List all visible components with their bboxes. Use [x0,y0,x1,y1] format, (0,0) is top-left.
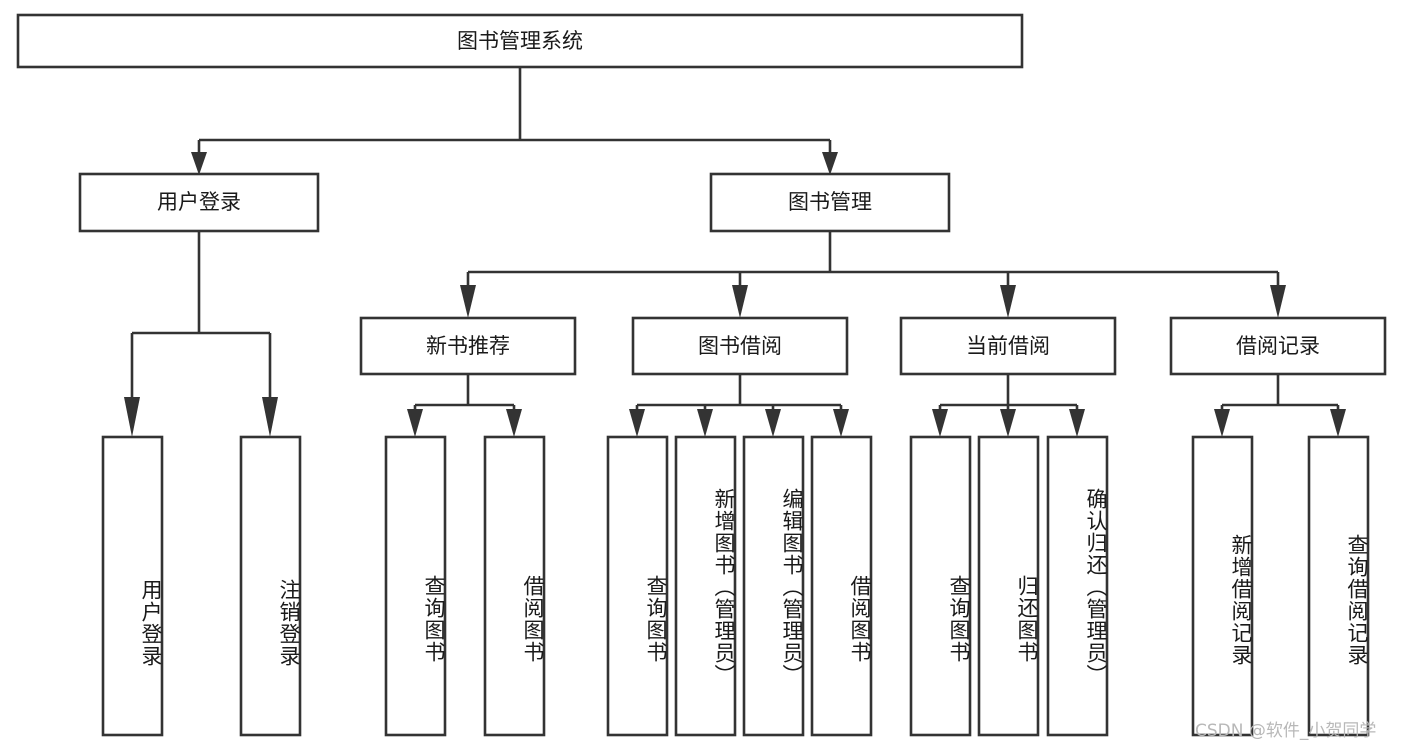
node-box-leaf-confirm-return[interactable] [1046,435,1109,737]
label-book-manage: 图书管理 [788,190,872,214]
node-box-leaf-edit-book[interactable] [742,435,805,737]
arrow-head-leaf-query-book-3 [932,409,948,437]
arrow-head-bookmanage [822,152,838,175]
node-box-leaf-add-book[interactable] [674,435,737,737]
connector-group-userlogin [124,231,278,437]
connector-group-bookmanage [460,231,1286,318]
node-box-book-borrow[interactable] [631,316,849,376]
arrow-head-leaf-borrow-book-2 [833,409,849,437]
arrow-head-leaf-query-book-2 [629,409,645,437]
arrow-head-borrow-record [1270,285,1286,318]
arrow-head-leaf-confirm-return [1069,409,1085,437]
node-box-leaf-add-record[interactable] [1191,435,1254,737]
arrow-head-book-borrow [732,285,748,318]
arrow-head-leaf-user-logout [262,397,278,437]
node-box-leaf-query-book-2[interactable] [606,435,669,737]
arrow-head-leaf-query-book-1 [407,409,423,437]
label-root: 图书管理系统 [457,29,583,53]
arrow-head-leaf-user-login [124,397,140,437]
node-box-leaf-user-logout[interactable] [239,435,302,737]
arrow-head-leaf-add-record [1214,409,1230,437]
arrow-head-new-book-rec [460,285,476,318]
csdn-watermark: CSDN @软件_小贺同学 [1195,721,1377,741]
node-box-root[interactable] [16,13,1024,69]
node-box-leaf-user-login[interactable] [101,435,164,737]
node-box-current-borrow[interactable] [899,316,1117,376]
arrow-head-userlogin [191,152,207,175]
label-book-borrow: 图书借阅 [698,334,782,358]
arrow-head-leaf-query-record [1330,409,1346,437]
connector-group-root [191,67,838,175]
arrow-head-leaf-add-book [697,409,713,437]
connector-group-borrowrecord [1214,374,1346,437]
label-borrow-record: 借阅记录 [1236,334,1320,358]
arrow-head-current-borrow [1000,285,1016,318]
node-box-leaf-return-book[interactable] [977,435,1040,737]
arrow-head-leaf-borrow-book-1 [506,409,522,437]
node-box-new-book-rec[interactable] [359,316,577,376]
node-box-leaf-query-record[interactable] [1307,435,1370,737]
node-box-book-manage[interactable] [709,172,951,233]
label-new-book-rec: 新书推荐 [426,334,510,358]
connector-group-newbookrec [407,374,522,437]
node-box-leaf-query-book-1[interactable] [384,435,447,737]
node-box-user-login[interactable] [78,172,320,233]
connector-group-bookborrow [629,374,849,437]
arrow-head-leaf-return-book [1000,409,1016,437]
label-current-borrow: 当前借阅 [966,334,1050,358]
node-box-leaf-borrow-book-2[interactable] [810,435,873,737]
arrow-head-leaf-edit-book [765,409,781,437]
node-box-leaf-borrow-book-1[interactable] [483,435,546,737]
node-box-leaf-query-book-3[interactable] [909,435,972,737]
connector-group-currentborrow [932,374,1085,437]
label-user-login: 用户登录 [157,190,241,214]
node-box-borrow-record[interactable] [1169,316,1387,376]
